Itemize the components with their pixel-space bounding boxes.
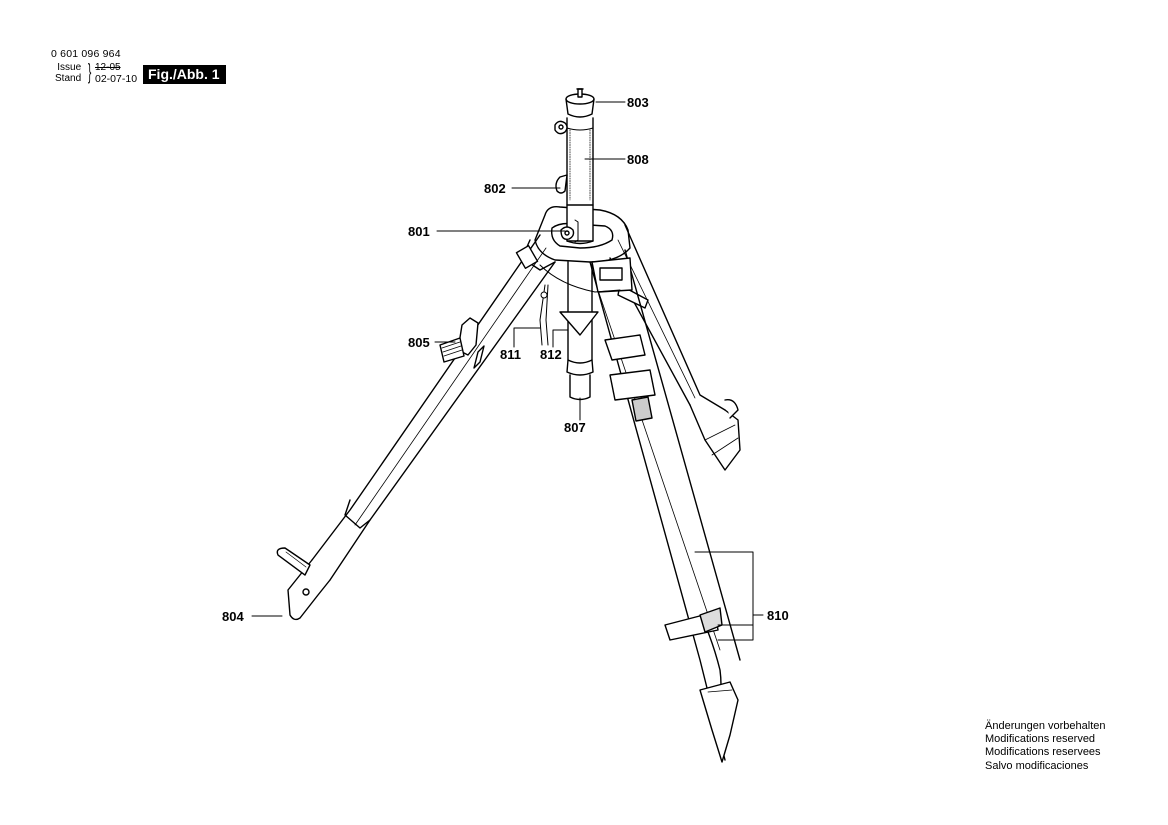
callout-leaders bbox=[251, 101, 764, 641]
callout-810: 810 bbox=[767, 608, 789, 623]
notice-line-en: Modifications reserved bbox=[985, 733, 1096, 746]
issue-label: Issue bbox=[57, 62, 82, 73]
notice-line-fr: Modifications reservees bbox=[985, 746, 1101, 759]
stand-value: 02-07-10 bbox=[95, 73, 138, 85]
cord-part bbox=[539, 264, 621, 346]
left-leg-part bbox=[276, 234, 556, 621]
callout-807: 807 bbox=[564, 420, 586, 435]
issue-value: 12-05 bbox=[95, 62, 121, 73]
part-number: 0 601 096 964 bbox=[51, 48, 121, 60]
center-hook-part bbox=[559, 261, 599, 401]
tripod-head-part bbox=[534, 204, 631, 263]
callout-808: 808 bbox=[627, 152, 649, 167]
callout-801: 801 bbox=[408, 224, 430, 239]
callout-802: 802 bbox=[484, 181, 506, 196]
callout-812: 812 bbox=[540, 347, 562, 362]
callout-804: 804 bbox=[222, 609, 244, 624]
callout-811: 811 bbox=[500, 347, 521, 362]
center-column-part bbox=[554, 117, 594, 206]
head-plate-part bbox=[565, 88, 595, 118]
bracket-glyph: } bbox=[88, 59, 92, 84]
callout-803: 803 bbox=[627, 95, 649, 110]
notice-line-de: Änderungen vorbehalten bbox=[985, 720, 1106, 732]
notice-line-es: Salvo modificaciones bbox=[985, 759, 1089, 772]
callout-805: 805 bbox=[408, 335, 430, 350]
figure-badge: Fig./Abb. 1 bbox=[143, 65, 226, 84]
front-leg-part bbox=[589, 249, 741, 763]
modifications-notice: Änderungen vorbehalten Modifications res… bbox=[985, 720, 1105, 773]
issue-stand-labels: Issue Stand bbox=[55, 62, 81, 84]
column-lock-lever-part bbox=[555, 174, 568, 194]
stand-label: Stand bbox=[55, 73, 82, 84]
